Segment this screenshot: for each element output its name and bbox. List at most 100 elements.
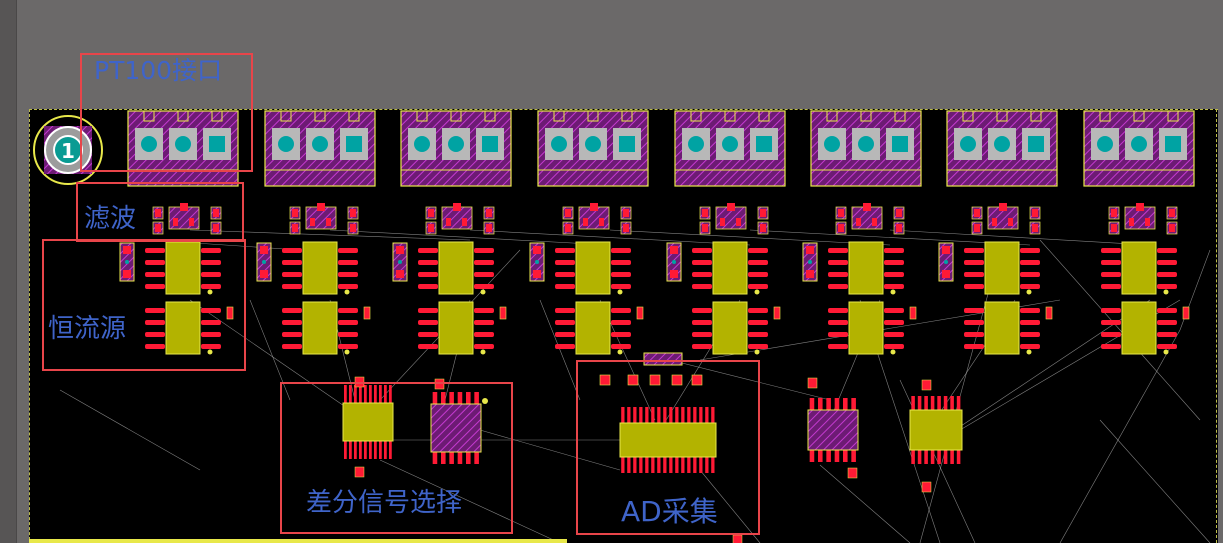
ic-pad-left: [282, 272, 302, 277]
ic-pad-top: [449, 392, 454, 404]
ic-pad-top: [956, 396, 961, 410]
label-diff-select: 差分信号选择: [306, 488, 463, 518]
ic-pad-top: [693, 407, 697, 423]
ic-pad-left: [145, 284, 165, 289]
ic-pad-left: [692, 248, 712, 253]
connector-latch: [724, 110, 736, 122]
ic-pad-left: [555, 284, 575, 289]
connector-pin-square: [892, 136, 908, 152]
ic-pad-right: [884, 320, 904, 325]
ic-bypass-cap: [909, 306, 917, 320]
ic-pad-left: [828, 332, 848, 337]
filter-pad: [736, 218, 741, 226]
layer-marker[interactable]: 1: [33, 115, 103, 185]
ratsnest-line: [889, 229, 1151, 246]
connector-pin: [448, 136, 464, 152]
ic-bypass-cap: [636, 306, 644, 320]
ic-pad-left: [692, 284, 712, 289]
shunt-resistor: [529, 242, 545, 282]
resistor-pad: [942, 270, 950, 278]
soic8-current-source: [418, 241, 494, 295]
ic-pad-left: [964, 284, 984, 289]
filter-cap-pad: [896, 209, 902, 217]
ratsnest-line: [609, 229, 891, 246]
resistor-pad: [123, 270, 131, 278]
ratsnest-line: [479, 429, 621, 471]
ic-pad-top: [441, 392, 446, 404]
ic-pad-top: [687, 407, 691, 423]
connector-latch: [177, 110, 189, 122]
connector-pin-square: [346, 136, 362, 152]
ic-pad-right: [201, 344, 221, 349]
filter-network: [562, 203, 632, 235]
layer-marker-ring: [33, 115, 103, 185]
ic-pad-left: [964, 308, 984, 313]
ic-pad-top: [384, 385, 387, 403]
layer-number-badge-icon: [53, 135, 83, 165]
ic-pad-left: [555, 344, 575, 349]
ic-pad-right: [338, 284, 358, 289]
ic-pad-top: [826, 398, 831, 410]
ic-pad-top: [663, 407, 667, 423]
filter-pad: [720, 218, 725, 226]
ratsnest-line: [469, 229, 751, 246]
smd-cap: [921, 481, 932, 493]
connector-latch: [484, 110, 496, 122]
pt100-connector: [127, 110, 239, 187]
filter-network: [1108, 203, 1178, 235]
shunt-resistor: [392, 242, 408, 282]
ic-pad-right: [1157, 344, 1177, 349]
ic-pad-top: [669, 407, 673, 423]
ic-pad-bottom: [621, 457, 625, 473]
resistor-via: [398, 260, 402, 264]
ic-pad-bottom: [693, 457, 697, 473]
soic8-current-source: [555, 241, 631, 295]
ic-pad-left: [828, 320, 848, 325]
connector-latch: [1167, 110, 1179, 122]
adc-cap: [691, 374, 703, 386]
connector-pin: [688, 136, 704, 152]
ic-pad-bottom: [818, 450, 823, 462]
label-current-source: 恒流源: [48, 314, 127, 344]
ic-pad-right: [201, 308, 221, 313]
filter-cap-pad: [486, 224, 492, 232]
adc-ic: [619, 407, 717, 473]
ic-pad-left: [1101, 332, 1121, 337]
ic-pad-right: [748, 260, 768, 265]
filter-cap-pad: [1169, 224, 1175, 232]
filter-pad: [446, 218, 451, 226]
ic-pad-bottom: [687, 457, 691, 473]
connector-latch: [996, 110, 1008, 122]
filter-cap-pad: [155, 209, 161, 217]
ic-pad-left: [418, 272, 438, 277]
connector-latch: [1030, 110, 1042, 122]
filter-cap-pad: [428, 209, 434, 217]
ic-pad-left: [145, 248, 165, 253]
ic-body: [165, 241, 201, 295]
ic-pad-bottom: [834, 450, 840, 462]
ic-pad-right: [201, 272, 221, 277]
resistor-via: [262, 260, 266, 264]
ic-pad-left: [964, 248, 984, 253]
ratsnest-line: [189, 229, 471, 241]
connector-latch: [962, 110, 974, 122]
filter-pad: [599, 218, 604, 226]
ic-pad-right: [611, 260, 631, 265]
ic-pad-top: [349, 385, 352, 403]
filter-cap-pad: [486, 209, 492, 217]
soic8-current-source: [282, 301, 371, 355]
ic-pad-left: [282, 332, 302, 337]
soic8-current-source: [964, 241, 1040, 295]
ratsnest-line: [1099, 419, 1211, 543]
ic-pad-left: [692, 344, 712, 349]
ic-pad-left: [828, 284, 848, 289]
ic-pad-top: [457, 392, 463, 404]
ic-pad-bottom: [950, 450, 954, 464]
ic-pad-right: [201, 284, 221, 289]
ic-pin1-dot: [1163, 289, 1169, 295]
filter-cap-pad: [292, 209, 298, 217]
ic-pad-bottom: [374, 441, 377, 459]
ic-bypass-cap: [363, 306, 371, 320]
